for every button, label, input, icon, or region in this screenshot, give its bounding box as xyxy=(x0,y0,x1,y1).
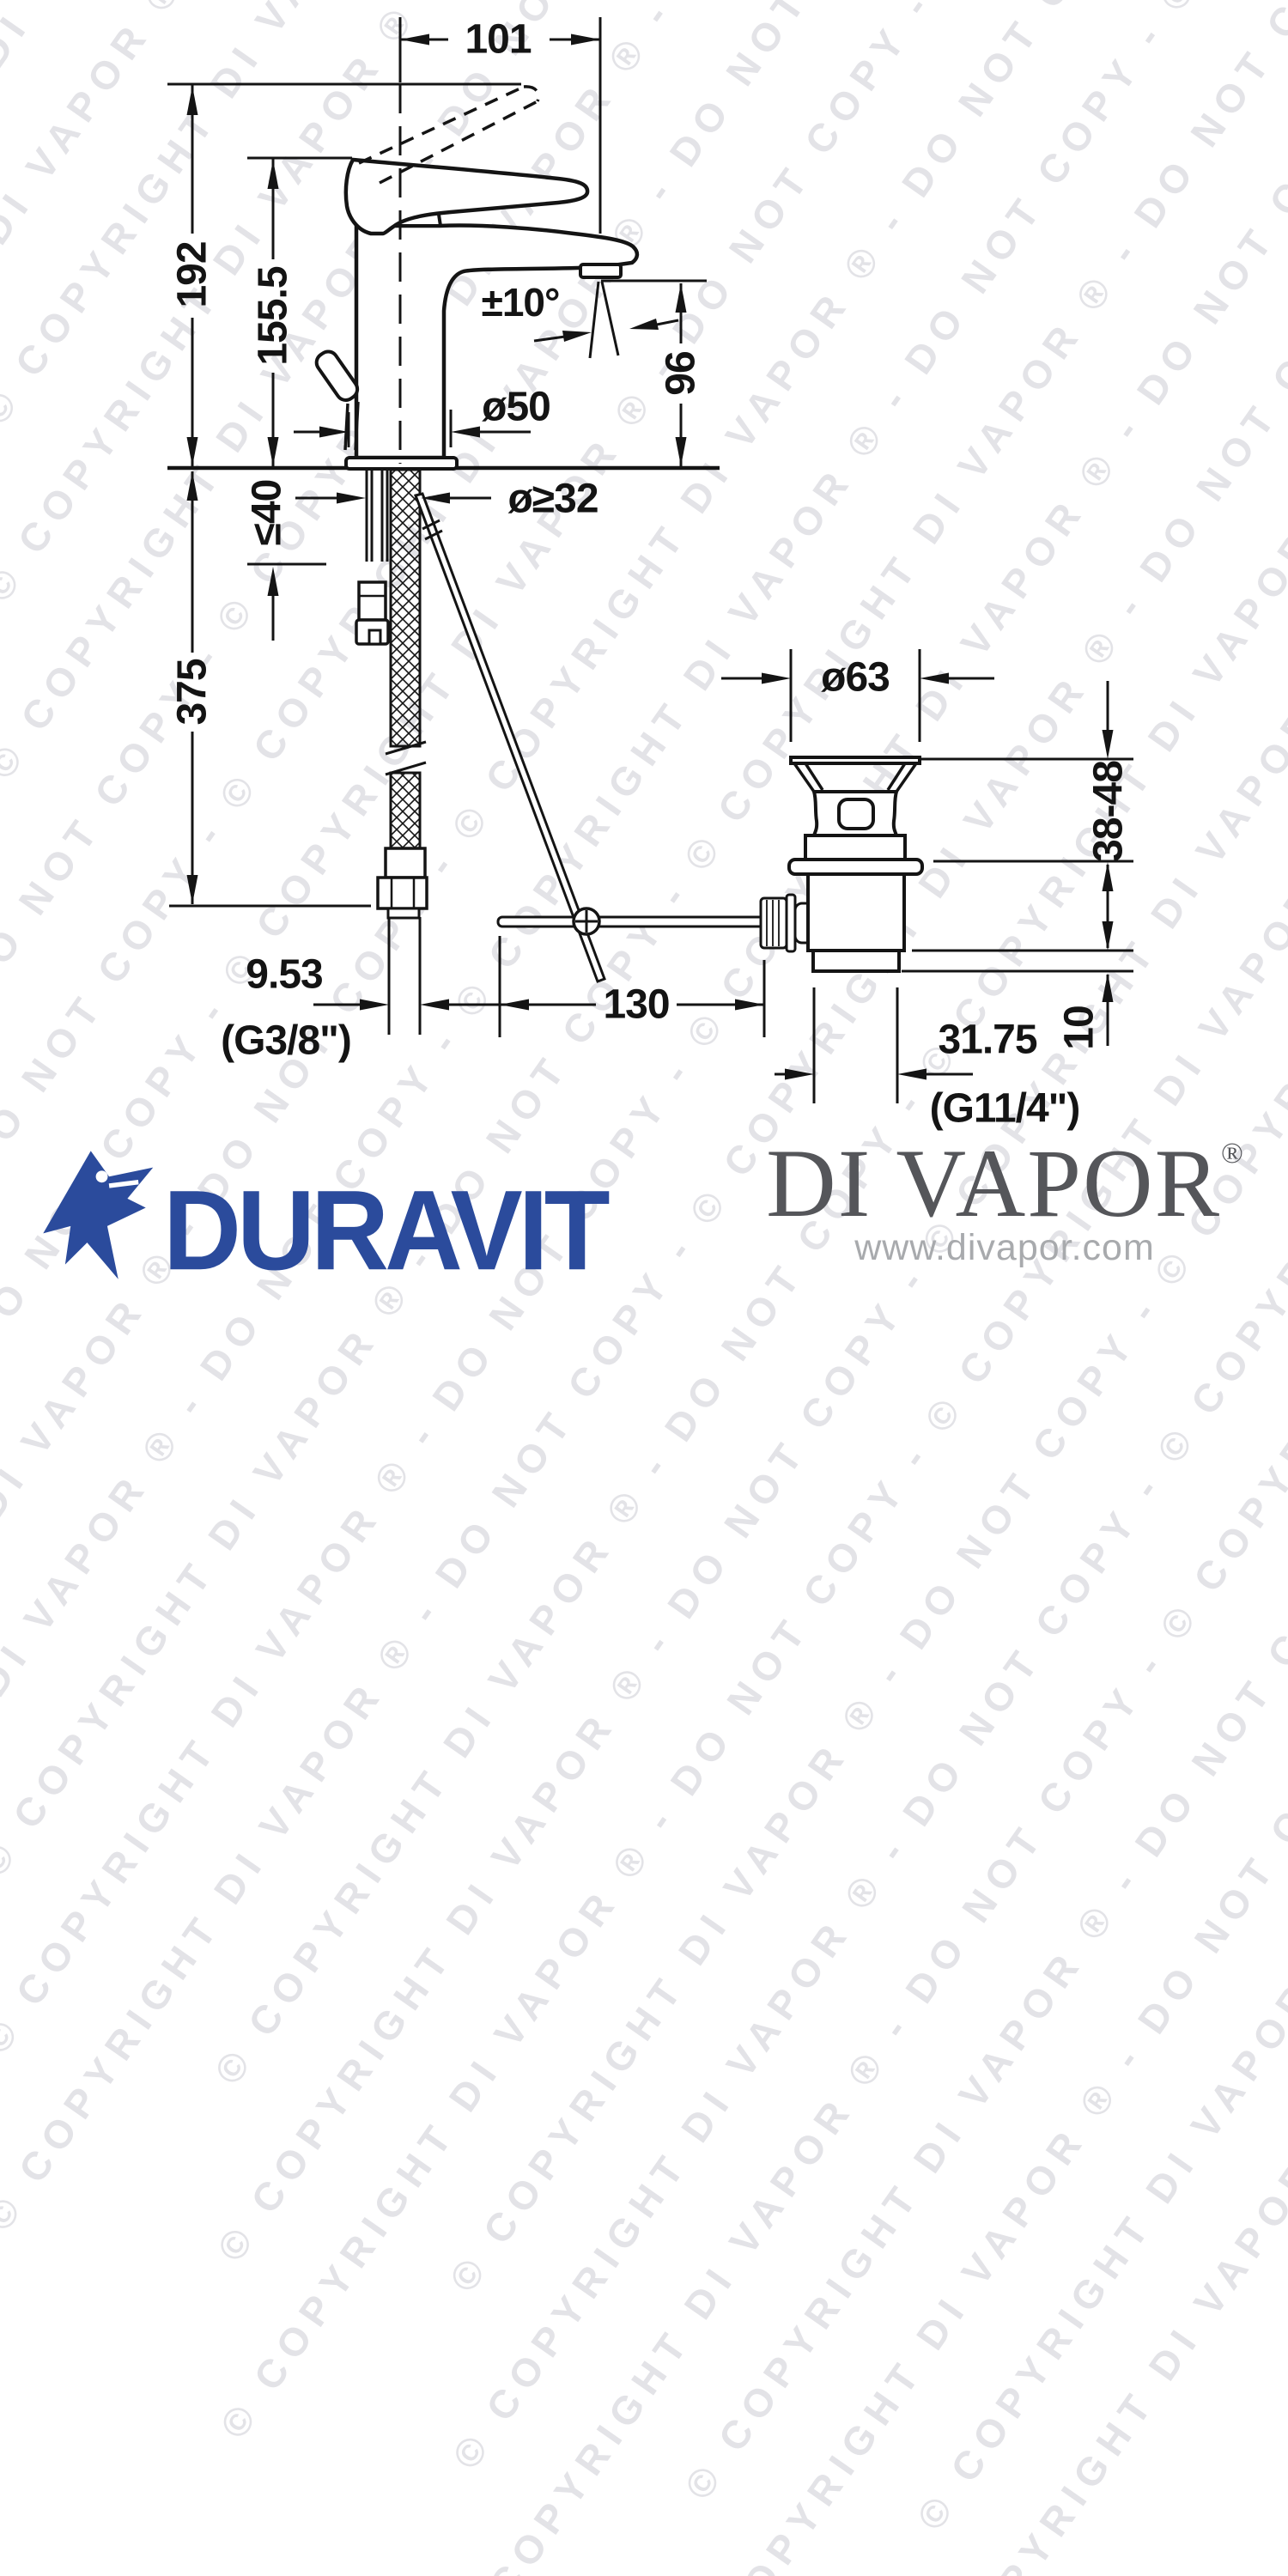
dim-waste-thread: 31.75 xyxy=(938,1018,1036,1063)
dim-basin-thickness-range: 38-48 xyxy=(1086,761,1132,862)
dimension-arrows xyxy=(186,33,1114,1080)
dim-hole-diameter: ø≥32 xyxy=(507,477,598,522)
divapor-wordmark: DI VAPOR xyxy=(766,1130,1222,1237)
faucet-body xyxy=(314,157,640,471)
popup-waste-drain xyxy=(759,756,924,973)
dim-waste-thread-size: (G11/4") xyxy=(930,1086,1080,1132)
dim-overall-height: 192 xyxy=(170,241,216,307)
duravit-logo: DURAVIT xyxy=(29,1139,611,1294)
faucet-technical-drawing: 101 192 155.5 ±10° 96 ø50 ø≥32 ≤40 375 9… xyxy=(167,17,1133,1132)
dim-popup-rod-length: 130 xyxy=(603,982,669,1028)
dim-supply-thread-size: (G3/8") xyxy=(221,1018,351,1064)
dim-spout-reach: 101 xyxy=(465,17,531,63)
divapor-logo: DI VAPOR® www.divapor.com xyxy=(730,1133,1279,1269)
dim-supply-hose-length: 375 xyxy=(170,659,216,725)
dim-max-deck-thickness: ≤40 xyxy=(245,480,290,546)
aerator xyxy=(579,263,623,279)
reference-lines xyxy=(167,17,1133,1103)
dim-supply-thread: 9.53 xyxy=(246,952,322,998)
dim-base-diameter: ø50 xyxy=(482,385,550,430)
dim-spray-angle: ±10° xyxy=(482,280,560,325)
lever-handle xyxy=(343,157,590,236)
duravit-wordmark: DURAVIT xyxy=(163,1166,611,1294)
dim-waste-flange-diameter: ø63 xyxy=(821,655,890,701)
mounting-hardware xyxy=(355,470,390,646)
dim-height-to-spout: 155.5 xyxy=(251,266,296,365)
centerlines xyxy=(358,84,540,464)
pull-rod-knob xyxy=(314,349,360,402)
popup-waste-rods xyxy=(414,492,799,983)
divapor-website: www.divapor.com xyxy=(854,1226,1155,1268)
registered-trademark-icon: ® xyxy=(1221,1138,1243,1170)
duravit-bird-icon xyxy=(43,1151,154,1279)
dim-waste-step: 10 xyxy=(1057,1005,1103,1049)
dim-spout-height: 96 xyxy=(659,351,704,395)
dimension-lines xyxy=(191,38,1109,1076)
water-stream-angle xyxy=(533,281,679,359)
flexible-supply-hose xyxy=(376,468,428,920)
